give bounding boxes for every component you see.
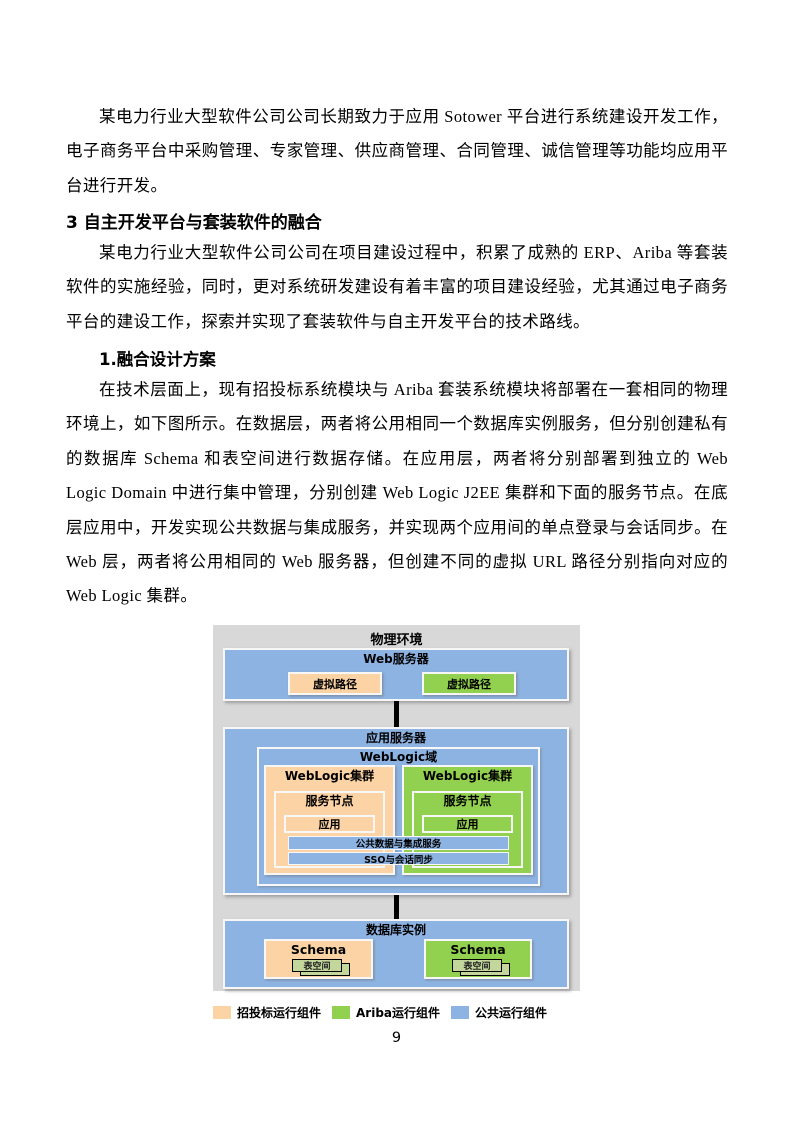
bid-tablespace-icon: 表空间 [292,959,356,977]
database-instance-label: 数据库实例 [365,923,426,937]
database-instance-box: 数据库实例 Schema 表空间 Schema 表空间 [223,919,569,989]
diagram-legend: 招投标运行组件 Ariba运行组件 公共运行组件 [213,1003,558,1021]
page-number: 9 [391,1030,402,1046]
connector-web-to-app [394,701,399,727]
bid-schema-box: Schema 表空间 [264,939,373,979]
app-server-label: 应用服务器 [365,731,426,745]
ariba-service-node-box: 服务节点 应用 [412,791,523,868]
connector-app-to-db [394,895,399,919]
bid-app-box: 应用 [284,815,375,833]
ariba-tablespace-label: 表空间 [452,959,502,972]
subsection-heading: 1.融合设计方案 [99,350,216,369]
ariba-app-box: 应用 [422,815,513,833]
weblogic-domain-box: WebLogic域 WebLogic集群 服务节点 应用 WebLogic集群 … [257,747,540,886]
legend-swatch-bid [213,1005,231,1019]
bid-virtual-path-box: 虚拟路径 [288,672,382,695]
ariba-virtual-path-box: 虚拟路径 [422,672,516,695]
web-server-box: Web服务器 虚拟路径 虚拟路径 [223,648,569,701]
bid-schema-label: Schema [290,942,347,957]
legend-label-common: 公共运行组件 [475,1005,548,1020]
legend-swatch-common [451,1005,470,1019]
paragraph-experience: 某电力行业大型软件公司公司在项目建设过程中，积累了成熟的 ERP、Ariba 等… [66,243,728,331]
ariba-cluster-label: WebLogic集群 [422,769,513,783]
ariba-schema-label: Schema [450,942,506,957]
web-server-label: Web服务器 [363,652,429,666]
weblogic-domain-label: WebLogic域 [359,750,438,764]
ariba-service-node-label: 服务节点 [443,794,492,808]
ariba-tablespace-icon: 表空间 [452,959,516,977]
section-heading: 3 自主开发平台与套装软件的融合 [66,213,322,233]
paragraph-intro: 某电力行业大型软件公司公司长期致力于应用 Sotower 平台进行系统建设开发工… [66,107,728,195]
ariba-schema-box: Schema 表空间 [424,939,532,979]
app-server-box: 应用服务器 WebLogic域 WebLogic集群 服务节点 应用 WebLo… [223,727,569,895]
legend-label-ariba: Ariba运行组件 [356,1005,441,1020]
shared-data-integration-bar: 公共数据与集成服务 [288,836,509,850]
architecture-diagram: 物理环境 Web服务器 虚拟路径 虚拟路径 应用服务器 WebLogic域 We… [213,625,580,991]
legend-label-bid: 招投标运行组件 [237,1005,322,1020]
sso-session-sync-bar: SSO与会话同步 [288,852,509,866]
diagram-title: 物理环境 [370,633,423,648]
bid-cluster-label: WebLogic集群 [284,769,375,783]
bid-service-node-label: 服务节点 [305,794,354,808]
bid-tablespace-label: 表空间 [292,959,342,972]
bid-service-node-box: 服务节点 应用 [274,791,385,868]
legend-swatch-ariba [332,1005,351,1019]
paragraph-design: 在技术层面上，现有招投标系统模块与 Ariba 套装系统模块将部署在一套相同的物… [66,380,728,606]
